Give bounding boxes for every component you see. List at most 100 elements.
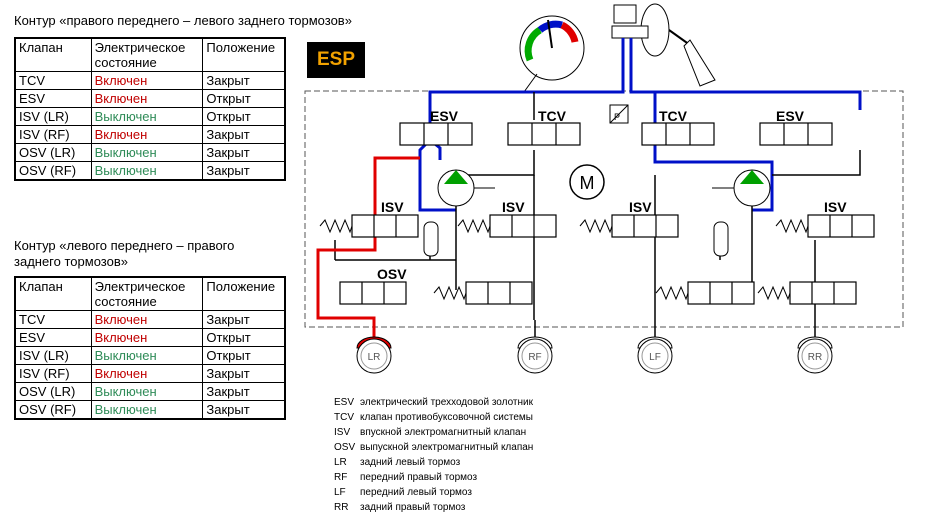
hydraulic-lines [334, 92, 861, 342]
osv-2-valve [465, 281, 533, 305]
isv-4-valve [807, 214, 875, 238]
esv-right-valve [759, 122, 833, 146]
valve-cell: ESV [14, 89, 92, 108]
legend-item: ISV впускной электромагнитный клапан [334, 425, 533, 440]
position-cell: Открыт [202, 328, 286, 347]
legend-text: передний правый тормоз [360, 472, 478, 483]
active-circuit-line [316, 156, 420, 342]
wheel-lr: LR [356, 336, 392, 374]
position-cell: Закрыт [202, 125, 286, 144]
valve-cell: TCV [14, 71, 92, 90]
isv-2-label: ISV [502, 199, 525, 215]
legend-text: электрический трехходовой золотник [360, 397, 533, 408]
table2-title-line2: заднего тормозов» [14, 254, 128, 269]
legend-abbr: ESV [334, 397, 355, 408]
header-electrical-state: Электрическое состояние [90, 276, 204, 311]
position-cell: Закрыт [202, 143, 286, 162]
isv-3-label: ISV [629, 199, 652, 215]
isv-1-label: ISV [381, 199, 404, 215]
wheel-label-rr: RR [808, 352, 822, 363]
esv-right-label: ESV [776, 108, 805, 124]
tcv-right-valve [641, 122, 715, 146]
state-cell: Выключен [90, 400, 204, 420]
table1-title: Контур «правого переднего – левого задне… [14, 13, 352, 28]
table2-title: Контур «левого переднего – правого задне… [14, 238, 234, 270]
legend-abbr: LR [334, 457, 347, 468]
state-cell: Включен [90, 364, 204, 383]
isv-3-valve [611, 214, 679, 238]
legend-item: RF передний правый тормоз [334, 470, 533, 485]
legend-text: впускной электромагнитный клапан [360, 427, 527, 438]
legend-text: задний правый тормоз [360, 502, 466, 513]
legend-item: TCV клапан противобуксовочной системы [334, 410, 533, 425]
motor-label: M [580, 173, 595, 193]
header-position: Положение [202, 276, 286, 311]
isv-2-valve [489, 214, 557, 238]
legend-abbr: LF [334, 487, 346, 498]
pressure-gauge-icon [519, 15, 585, 93]
pressure-sensor-icon: P [609, 104, 629, 124]
wheel-label-lf: LF [649, 352, 661, 363]
valve-cell: OSV (LR) [14, 382, 92, 401]
table2-valve-states: Клапан Электрическое состояние Положение… [14, 276, 286, 420]
wheel-rr: RR [797, 336, 833, 374]
isv-4-label: ISV [824, 199, 847, 215]
legend-item: RR задний правый тормоз [334, 500, 533, 515]
state-cell: Включен [90, 71, 204, 90]
osv-4-valve [789, 281, 857, 305]
pump-left-icon [437, 169, 495, 207]
state-cell: Включен [90, 89, 204, 108]
motor-icon: M [569, 164, 605, 200]
table2-title-line1: Контур «левого переднего – правого [14, 238, 235, 253]
table-header-row: Клапан Электрическое состояние Положение [14, 276, 286, 311]
legend: ESV электрический трехходовой золотник TC… [334, 395, 533, 515]
header-electrical-state: Электрическое состояние [90, 37, 204, 72]
legend-abbr: RF [334, 472, 348, 483]
legend-text: клапан противобуксовочной системы [360, 412, 533, 423]
tcv-right-label: TCV [659, 108, 688, 124]
state-cell: Выключен [90, 161, 204, 181]
position-cell: Закрыт [202, 382, 286, 401]
header-valve: Клапан [14, 37, 92, 72]
esv-left-valve [399, 122, 473, 146]
accumulators [423, 221, 729, 257]
position-cell: Закрыт [202, 161, 286, 181]
esp-warning-lamp: ESP [307, 42, 365, 78]
wheel-rf: RF [517, 336, 553, 374]
legend-abbr: OSV [334, 442, 356, 453]
valve-cell: ISV (LR) [14, 107, 92, 126]
osv-3-valve [687, 281, 755, 305]
osv-valve [339, 281, 407, 305]
osv-label: OSV [377, 266, 407, 282]
table-header-row: Клапан Электрическое состояние Положение [14, 37, 286, 72]
valve-cell: OSV (RF) [14, 400, 92, 420]
tcv-left-label: TCV [538, 108, 567, 124]
wheel-label-lr: LR [368, 352, 381, 363]
table1-valve-states: Клапан Электрическое состояние Положение… [14, 37, 286, 181]
valve-cell: OSV (RF) [14, 161, 92, 181]
state-cell: Выключен [90, 382, 204, 401]
legend-item: ESV электрический трехходовой золотник [334, 395, 533, 410]
legend-abbr: ISV [334, 427, 351, 438]
brake-booster [611, 3, 716, 87]
state-cell: Выключен [90, 143, 204, 162]
position-cell: Закрыт [202, 400, 286, 420]
legend-abbr: RR [334, 502, 349, 513]
legend-abbr: TCV [334, 412, 354, 423]
valve-springs [319, 218, 809, 301]
legend-item: LF передний левый тормоз [334, 485, 533, 500]
legend-text: передний левый тормоз [360, 487, 472, 498]
isv-1-valve [351, 214, 419, 238]
valve-cell: OSV (LR) [14, 143, 92, 162]
legend-text: выпускной электромагнитный клапан [360, 442, 534, 453]
tcv-left-valve [507, 122, 581, 146]
